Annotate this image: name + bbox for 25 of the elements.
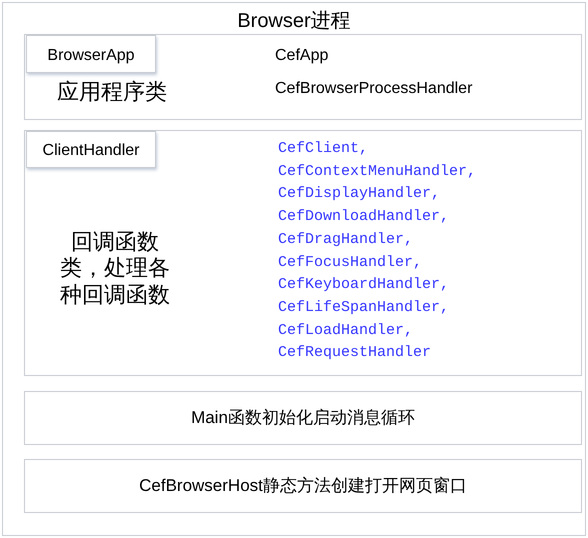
step-text: Main函数初始化启动消息循环 bbox=[190, 408, 416, 428]
class-name-tab bbox=[26, 131, 156, 168]
class-description: 回调函数类，处理各种回调函数 bbox=[59, 229, 171, 308]
interface-name: CefApp bbox=[275, 46, 328, 66]
interface-name: CefBrowserProcessHandler bbox=[275, 79, 472, 98]
class-name-tab bbox=[26, 35, 156, 73]
interface-name: CefLifeSpanHandler, bbox=[278, 298, 450, 317]
interface-name: CefKeyboardHandler, bbox=[278, 276, 450, 294]
step-box bbox=[24, 459, 582, 513]
class-name: ClientHandler bbox=[42, 141, 140, 160]
step-text: CefBrowserHost静态方法创建打开网页窗口 bbox=[138, 476, 468, 496]
interface-name: CefDisplayHandler, bbox=[278, 185, 440, 204]
step-box bbox=[24, 391, 582, 445]
class-panel bbox=[24, 34, 582, 120]
interface-name: CefRequestHandler bbox=[278, 344, 432, 362]
interface-name: CefDragHandler, bbox=[278, 230, 414, 249]
class-name: BrowserApp bbox=[46, 46, 136, 66]
class-description: 应用程序类 bbox=[57, 79, 167, 106]
panel-title: Browser进程 bbox=[236, 9, 352, 33]
interface-name: CefLoadHandler, bbox=[278, 322, 414, 340]
interface-name: CefDownloadHandler, bbox=[278, 208, 450, 226]
interface-name: CefContextMenuHandler, bbox=[278, 162, 476, 181]
interface-name: CefClient, bbox=[278, 140, 368, 158]
class-panel bbox=[24, 130, 582, 376]
interface-name: CefFocusHandler, bbox=[278, 254, 422, 272]
